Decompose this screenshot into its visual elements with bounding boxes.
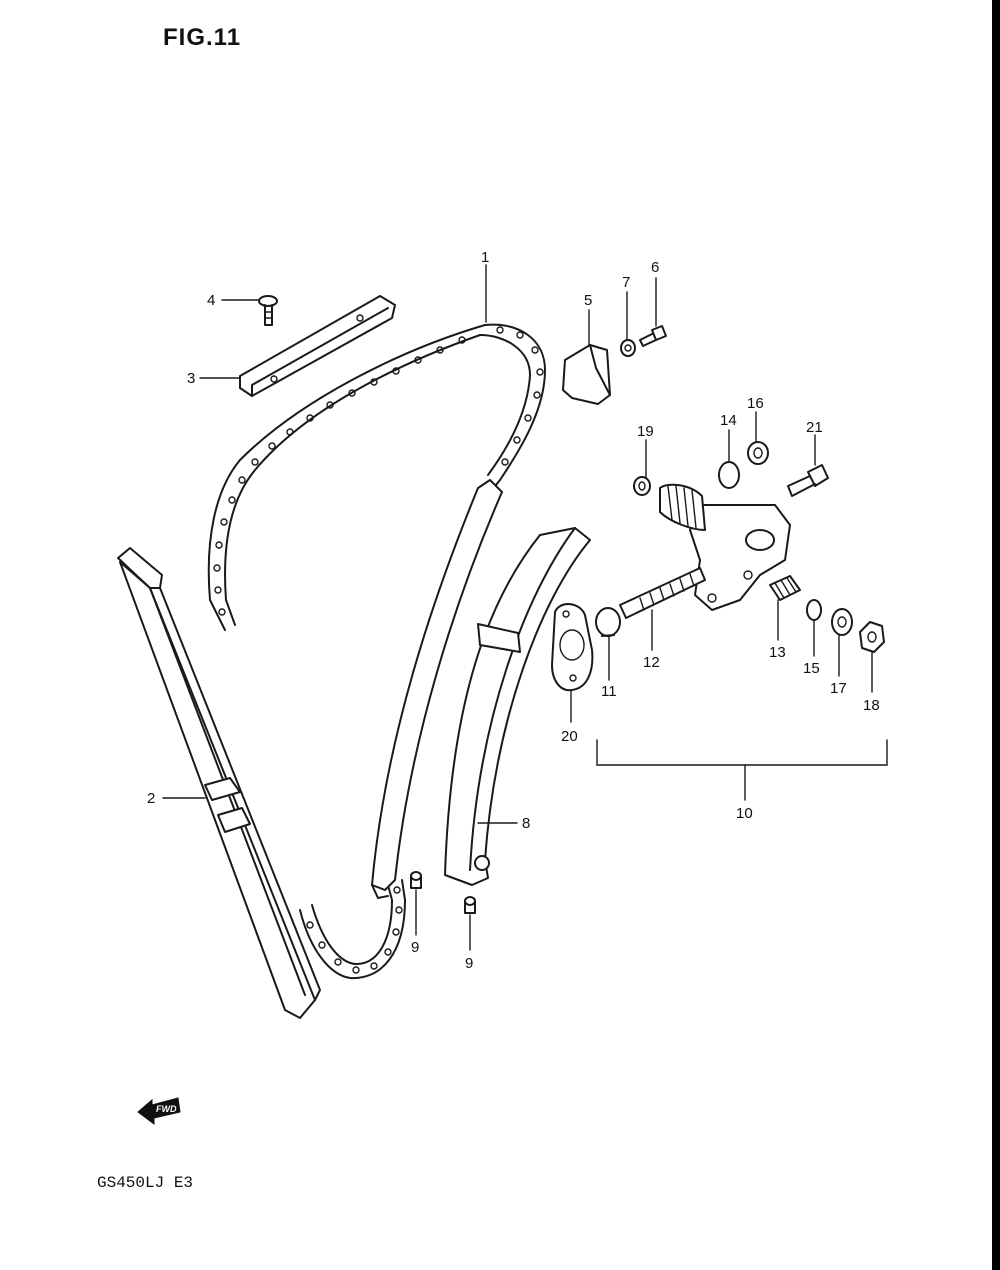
dowel-9b xyxy=(464,896,476,914)
callout-16: 16 xyxy=(747,395,764,412)
callout-20: 20 xyxy=(561,728,578,745)
chain-guide-front xyxy=(371,479,503,899)
o-ring-14 xyxy=(718,461,740,489)
callout-9b: 9 xyxy=(465,955,473,972)
callout-9a: 9 xyxy=(411,939,419,956)
callout-1: 1 xyxy=(481,249,489,266)
callout-21: 21 xyxy=(806,419,823,436)
push-rod-12 xyxy=(595,567,706,637)
page-edge-bar xyxy=(992,0,1000,1270)
figure-title: FIG.11 xyxy=(163,24,241,51)
nut-16 xyxy=(747,441,769,465)
forward-direction-arrow: FWD xyxy=(137,1097,181,1125)
dowel-9a xyxy=(410,871,422,889)
circlip-15 xyxy=(806,599,822,621)
cam-chain xyxy=(207,323,546,980)
leader-lines xyxy=(162,264,888,951)
callout-10: 10 xyxy=(736,805,753,822)
callout-5: 5 xyxy=(584,292,592,309)
bolt-21 xyxy=(787,464,829,497)
washer-7 xyxy=(620,339,636,357)
callout-4: 4 xyxy=(207,292,215,309)
model-code: GS450LJ E3 xyxy=(97,1174,193,1192)
callout-8: 8 xyxy=(522,815,530,832)
bolt-6 xyxy=(639,325,667,347)
chain-guide-top xyxy=(239,295,396,397)
chain-guide-rear xyxy=(117,547,321,1019)
nut-18 xyxy=(859,621,885,653)
callout-6: 6 xyxy=(651,259,659,276)
fwd-label: FWD xyxy=(156,1104,177,1114)
gasket-20 xyxy=(551,603,594,692)
callout-15: 15 xyxy=(803,660,820,677)
callout-12: 12 xyxy=(643,654,660,671)
spring-13 xyxy=(769,575,801,601)
callout-17: 17 xyxy=(830,680,847,697)
tensioner-guide-8 xyxy=(444,527,591,886)
callout-2: 2 xyxy=(147,790,155,807)
callout-18: 18 xyxy=(863,697,880,714)
screw-4 xyxy=(258,295,278,326)
tensioner-assembly xyxy=(633,476,791,611)
callout-11: 11 xyxy=(601,683,617,700)
washer-17 xyxy=(831,608,853,636)
callout-14: 14 xyxy=(720,412,737,429)
callout-3: 3 xyxy=(187,370,195,387)
callout-7: 7 xyxy=(622,274,630,291)
callout-13: 13 xyxy=(769,644,786,661)
callout-19: 19 xyxy=(637,423,654,440)
cushion-5 xyxy=(562,344,611,405)
